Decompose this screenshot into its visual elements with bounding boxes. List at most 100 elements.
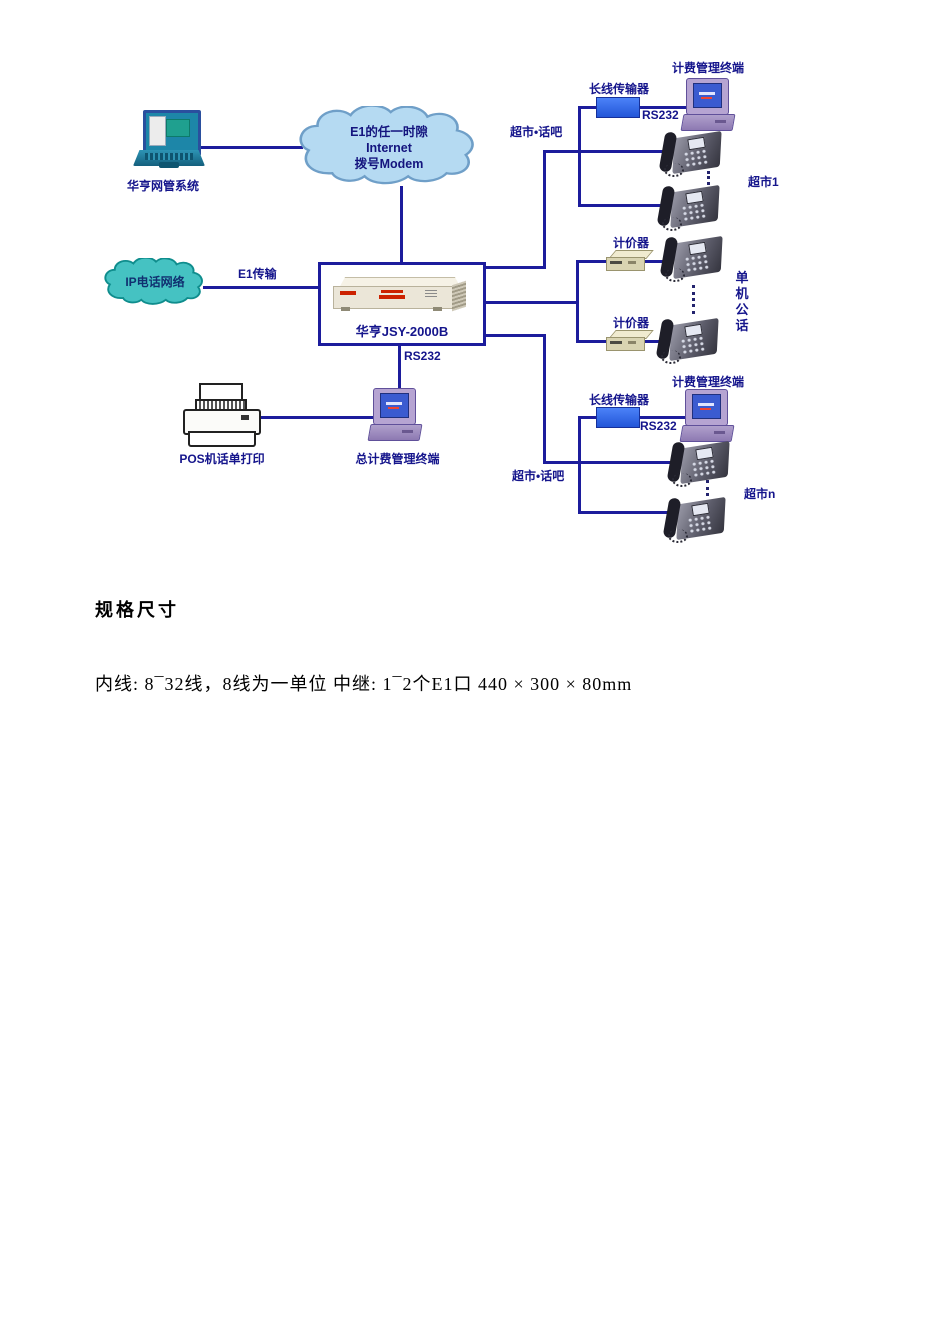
connector-ipcloud-pbx	[203, 286, 319, 289]
phone-cord	[664, 163, 684, 177]
crt-screen-text	[700, 408, 711, 410]
pbx-label: 华亨JSY-2000B	[355, 324, 449, 339]
laptop-screen-window2	[166, 119, 190, 137]
desk-phone-icon	[659, 235, 725, 282]
master-terminal-label: 总计费管理终端	[355, 452, 440, 466]
connector-metergroup-bus	[576, 260, 579, 343]
crt-screen-text	[698, 403, 714, 406]
laptop-keyboard	[145, 153, 193, 160]
crt-screen-text	[699, 92, 715, 95]
phone-keypad	[682, 148, 709, 169]
connector-topgroup-bus	[578, 106, 581, 207]
top-transmitter-label: 长线传输器	[588, 82, 649, 96]
printer-button	[241, 415, 249, 420]
connector-cloud-pbx	[400, 186, 403, 264]
top-transmitter-box-icon	[596, 97, 640, 118]
top-terminal-label: 计费管理终端	[671, 61, 744, 75]
cloud-icon	[104, 258, 203, 305]
crt-monitor	[373, 388, 416, 425]
desk-phone-icon	[656, 184, 722, 231]
crt-monitor	[685, 389, 728, 426]
bottom-transmitter-box-icon	[596, 407, 640, 428]
crt-base-slot	[715, 120, 726, 123]
meter2-label: 计价器	[613, 316, 650, 330]
desk-phone-icon	[666, 440, 732, 487]
phone-cord	[661, 350, 681, 364]
ip-cloud-label: IP电话网络	[125, 275, 185, 290]
connector-laptop-cloud	[190, 146, 303, 149]
internet-cloud-line2: Internet	[366, 140, 412, 155]
internet-cloud-line1: E1的任一时隙	[350, 124, 428, 139]
meter-device-icon	[606, 330, 654, 351]
meter-device-icon	[606, 250, 654, 271]
connector-pbx-metergroup	[480, 301, 579, 304]
internet-cloud-line3: 拨号Modem	[354, 157, 424, 172]
top-bus-label: 超市•话吧	[510, 125, 563, 139]
ellipsis-bottom-phones	[706, 480, 709, 503]
crt-screen	[380, 393, 409, 418]
spec-heading: 规格尺寸	[95, 600, 179, 620]
meter1-label: 计价器	[613, 236, 650, 250]
connector-printer-terminal	[256, 416, 374, 419]
bottom-rs232-label: RS232	[640, 419, 677, 433]
master-terminal-icon	[367, 388, 423, 442]
crt-screen	[692, 394, 721, 419]
connector-meter1-phone	[644, 260, 672, 263]
top-rs232-label: RS232	[642, 108, 679, 122]
connector-bottomgroup-phone1	[543, 461, 675, 464]
crt-screen-text	[388, 407, 399, 409]
phone-keypad	[679, 335, 706, 356]
phone-cord	[668, 529, 688, 543]
meter-display	[628, 341, 636, 344]
cloud-icon	[299, 106, 474, 185]
connector-bus-meter2	[576, 340, 612, 343]
bottom-bus-label: 超市•话吧	[512, 469, 565, 483]
spec-line: 内线: 8¯32线，8线为一单位 中继: 1¯2个E1口 440 × 300 ×…	[95, 674, 633, 694]
meter-front	[606, 337, 645, 351]
pbx-device-icon	[333, 277, 468, 317]
crt-base-slot	[402, 430, 413, 433]
pbx-side-vent	[452, 280, 466, 312]
connector-pbx-master-terminal	[398, 340, 401, 392]
laptop-icon	[133, 110, 205, 174]
connector-bus-meter1	[576, 260, 612, 263]
crt-screen	[693, 83, 722, 108]
bottom-phones-label: 超市n	[744, 487, 776, 501]
pbx-front-mark1	[381, 290, 403, 293]
connector-topgroup-phone2	[578, 204, 670, 207]
ip-cloud: IP电话网络	[101, 258, 209, 308]
nms-label: 华亨网管系统	[126, 179, 199, 193]
connector-bottomgroup-phone2	[578, 511, 670, 514]
connector-topgroup-riser	[543, 150, 546, 269]
crt-screen-text	[701, 97, 712, 99]
bottom-transmitter-label: 长线传输器	[588, 393, 649, 407]
crt-base	[679, 425, 735, 442]
meter-slot	[610, 261, 622, 264]
crt-screen-text	[386, 402, 402, 405]
printer-icon	[183, 383, 261, 451]
network-diagram: 华亨网管系统 E1的任一时隙 Internet 拨号Modem IP电话网络 E…	[0, 0, 950, 580]
internet-cloud: E1的任一时隙 Internet 拨号Modem	[293, 106, 485, 190]
phone-keypad	[680, 202, 707, 223]
meter-front	[606, 257, 645, 271]
pbx-foot	[341, 307, 350, 311]
ellipsis-top-phones	[707, 171, 710, 196]
desk-phone-icon	[658, 130, 724, 177]
phone-cord	[662, 217, 682, 231]
connector-meter2-phone	[644, 340, 670, 343]
ellipsis-meter-phones	[692, 285, 695, 314]
connector-pbx-topgroup	[480, 266, 546, 269]
pbx-front-mark3	[425, 290, 437, 297]
meter-display	[628, 261, 636, 264]
crt-base-slot	[714, 431, 725, 434]
crt-base	[680, 114, 736, 131]
desk-phone-icon	[662, 496, 728, 543]
payphone-side-label: 单机公话	[735, 270, 749, 333]
e1-link-label: E1传输	[238, 267, 277, 281]
pbx-node: 华亨JSY-2000B	[318, 262, 486, 346]
printer-label: POS机话单打印	[179, 452, 265, 466]
connector-pbx-bottomgroup	[480, 334, 546, 337]
printer-tray	[188, 431, 256, 447]
connector-bottomgroup-riser	[543, 334, 546, 464]
bottom-terminal-icon	[679, 389, 735, 443]
